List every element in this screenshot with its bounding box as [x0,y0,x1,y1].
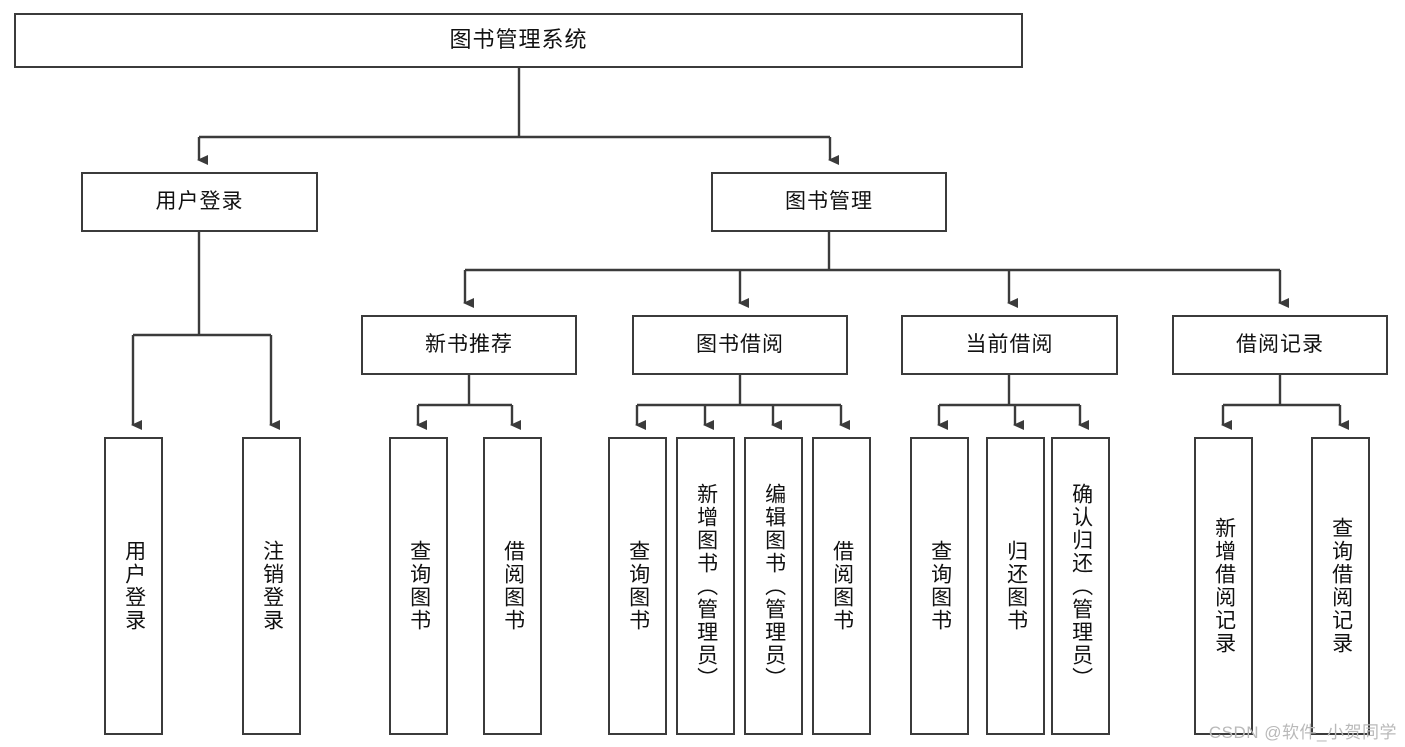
node-label: 注销登录 [260,540,284,632]
node-label: 新书推荐 [425,333,513,357]
node-leaf-query-book-current[interactable]: 查询图书 [910,437,969,735]
node-book-manage[interactable]: 图书管理 [711,172,947,232]
node-leaf-query-book-borrow[interactable]: 查询图书 [608,437,667,735]
node-label: 查询图书 [626,540,650,632]
node-leaf-confirm-return-admin[interactable]: 确认归还（管理员） [1051,437,1110,735]
node-current-borrow[interactable]: 当前借阅 [901,315,1118,375]
node-label: 图书借阅 [696,333,784,357]
node-leaf-query-book-recommend[interactable]: 查询图书 [389,437,448,735]
node-leaf-query-borrow-record[interactable]: 查询借阅记录 [1311,437,1370,735]
node-label: 用户登录 [155,190,244,214]
node-label: 编辑图书（管理员） [762,482,786,690]
node-label: 当前借阅 [965,333,1054,357]
node-new-book-recommend[interactable]: 新书推荐 [361,315,577,375]
node-label: 查询图书 [407,540,431,632]
node-label: 确认归还（管理员） [1069,482,1093,690]
node-leaf-return-book[interactable]: 归还图书 [986,437,1045,735]
node-leaf-user-logout[interactable]: 注销登录 [242,437,301,735]
node-user-login[interactable]: 用户登录 [81,172,318,232]
node-book-borrow[interactable]: 图书借阅 [632,315,848,375]
node-label: 借阅记录 [1236,333,1324,357]
node-label: 用户登录 [122,540,146,632]
node-leaf-borrow-book-recommend[interactable]: 借阅图书 [483,437,542,735]
node-label: 查询借阅记录 [1329,517,1353,655]
node-label: 归还图书 [1004,540,1028,632]
node-label: 借阅图书 [501,540,525,632]
node-label: 查询图书 [928,540,952,632]
node-leaf-add-book-admin[interactable]: 新增图书（管理员） [676,437,735,735]
node-leaf-edit-book-admin[interactable]: 编辑图书（管理员） [744,437,803,735]
node-borrow-record[interactable]: 借阅记录 [1172,315,1388,375]
node-label: 图书管理 [785,190,873,214]
node-leaf-add-borrow-record[interactable]: 新增借阅记录 [1194,437,1253,735]
node-root-system[interactable]: 图书管理系统 [14,13,1023,68]
node-leaf-borrow-book[interactable]: 借阅图书 [812,437,871,735]
node-label: 借阅图书 [830,540,854,632]
node-leaf-user-login[interactable]: 用户登录 [104,437,163,735]
node-label: 图书管理系统 [449,27,588,53]
node-label: 新增借阅记录 [1212,517,1236,655]
node-label: 新增图书（管理员） [694,482,718,690]
csdn-watermark: CSDN @软件_小贺同学 [1208,723,1397,742]
